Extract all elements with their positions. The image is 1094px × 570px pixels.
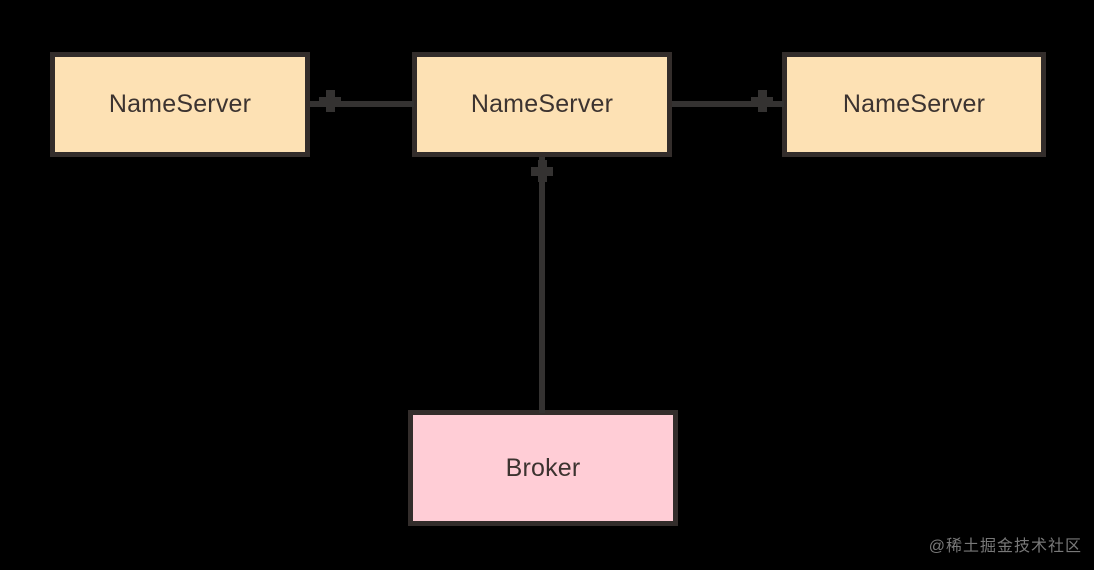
edge-broker-nameserver2 [539,157,545,413]
plus-marker-vertical-bar [538,160,547,182]
node-nameserver-3[interactable]: NameServer [782,52,1046,157]
edge-nameserver1-nameserver2 [310,101,414,107]
edge-nameserver2-nameserver3 [672,101,784,107]
plus-marker-icon [531,160,553,182]
node-label: Broker [505,453,581,482]
plus-marker-icon [319,90,341,112]
node-nameserver-1[interactable]: NameServer [50,52,310,157]
node-label: NameServer [470,90,614,118]
watermark: @稀土掘金技术社区 [928,538,1082,555]
plus-marker-vertical-bar [758,90,767,112]
node-label: NameServer [108,90,252,118]
plus-marker-vertical-bar [326,90,335,112]
node-label: NameServer [842,90,986,118]
node-nameserver-2[interactable]: NameServer [412,52,672,157]
node-broker[interactable]: Broker [408,410,678,526]
plus-marker-icon [751,90,773,112]
